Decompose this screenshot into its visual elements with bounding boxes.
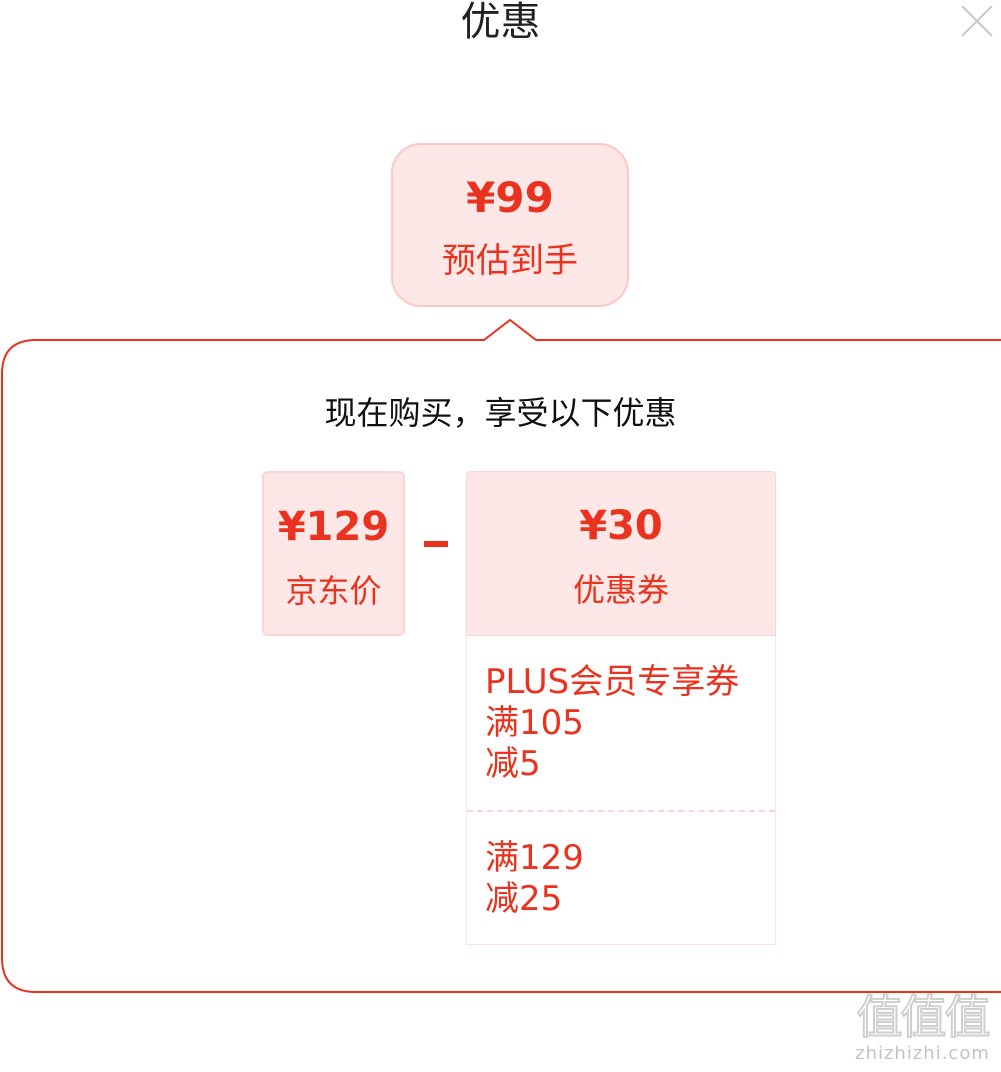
watermark-logo: 值值值 (856, 990, 992, 1044)
coupon-divider (467, 810, 775, 812)
coupon-item-threshold: 满105 (485, 703, 584, 743)
coupon-item-threshold: 满129 (485, 838, 584, 878)
coupon-total: ¥30 (579, 503, 663, 549)
watermark-url: zhizhizhi.com (855, 1043, 990, 1064)
coupon-item-discount: 减5 (485, 744, 541, 784)
discount-panel-title: 现在购买，享受以下优惠 (324, 394, 677, 432)
dialog-title: 优惠 (460, 0, 541, 45)
watermark: 值值值 zhizhizhi.com (850, 990, 995, 1066)
coupon-item: PLUS会员专享券 满105 减5 (485, 662, 767, 785)
coupon-item-discount: 减25 (485, 879, 563, 919)
coupon-label: 优惠券 (572, 571, 669, 609)
coupon-item-name: PLUS会员专享券 (485, 662, 740, 702)
estimated-price-card: ¥99 预估到手 (391, 143, 629, 307)
jd-price: ¥129 (277, 504, 390, 550)
coupon-card: ¥30 优惠券 (466, 471, 776, 636)
estimated-price: ¥99 (466, 173, 554, 222)
minus-icon (424, 541, 448, 547)
coupon-item: 满129 减25 (485, 838, 767, 920)
jd-price-card: ¥129 京东价 (262, 471, 405, 636)
jd-price-label: 京东价 (285, 572, 382, 610)
estimated-price-label: 预估到手 (442, 241, 578, 281)
coupon-list: PLUS会员专享券 满105 减5 满129 减25 (466, 636, 776, 945)
